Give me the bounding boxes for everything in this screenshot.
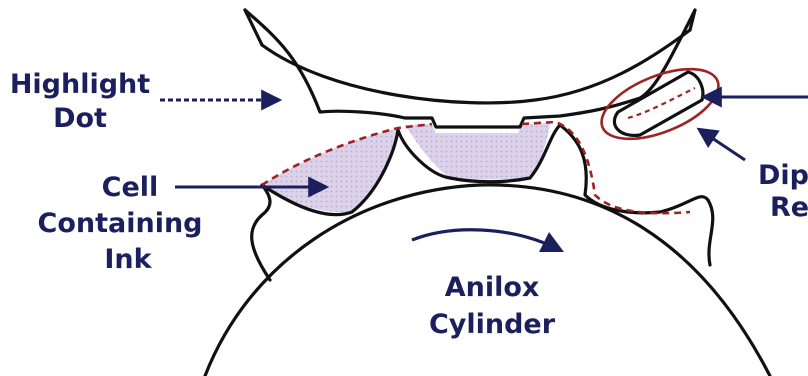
plate-left-tip (245, 10, 262, 45)
label-highlight-dot-line2: Dot (53, 103, 107, 134)
printing-plate-outline (245, 10, 695, 127)
doctor-blade (614, 72, 702, 135)
doctor-blade-lower-arrow (700, 130, 745, 160)
rotation-arrow (412, 230, 560, 250)
label-doctor-line1: Dip (758, 160, 808, 191)
doctor-blade-inner-dash (628, 88, 695, 118)
left-wall-lower (252, 215, 270, 280)
label-cell-line1: Cell (102, 172, 159, 203)
doctor-blade-highlight (592, 55, 728, 153)
ink-fill-center-cell (405, 123, 550, 180)
ink-fill-left-cell (262, 128, 398, 212)
label-highlight-dot-line1: Highlight (10, 69, 150, 100)
label-cell-line2: Containing (38, 208, 203, 239)
label-doctor-line2: Re (770, 192, 808, 223)
label-cylinder-line1: Anilox (445, 272, 540, 303)
label-cell-line3: Ink (104, 244, 152, 275)
label-cylinder-line2: Cylinder (429, 309, 556, 340)
